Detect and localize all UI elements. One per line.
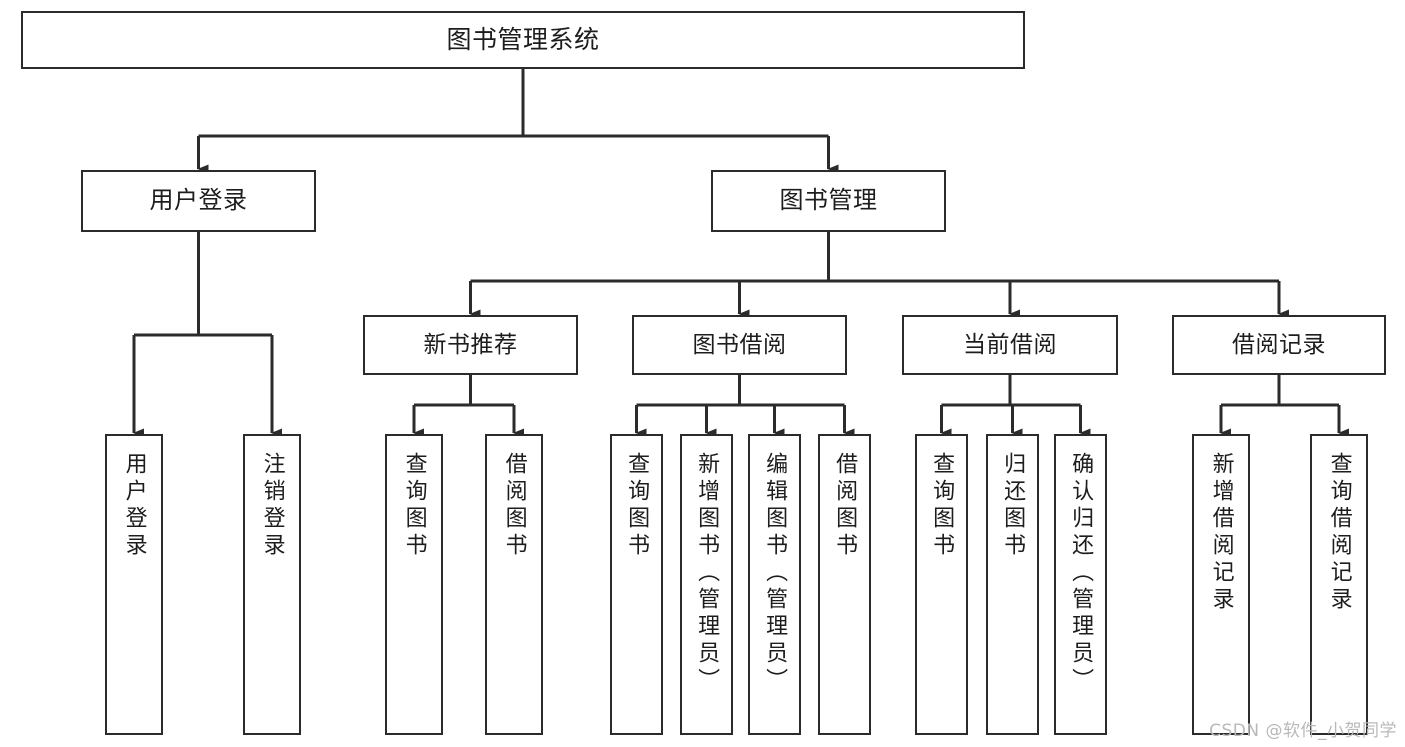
node-leaf-cur-return[interactable]: 归还图书 xyxy=(986,434,1039,735)
node-label: 查询图书 xyxy=(624,452,650,560)
node-label: 归还图书 xyxy=(1000,452,1026,560)
node-leaf-cur-query[interactable]: 查询图书 xyxy=(915,434,968,735)
node-current[interactable]: 当前借阅 xyxy=(902,315,1118,375)
node-leaf-user-logout[interactable]: 注销登录 xyxy=(243,434,301,735)
node-label: 借阅图书 xyxy=(501,452,527,560)
node-leaf-br-borrow[interactable]: 借阅图书 xyxy=(818,434,871,735)
node-root[interactable]: 图书管理系统 xyxy=(21,11,1025,69)
node-leaf-user-login[interactable]: 用户登录 xyxy=(105,434,163,735)
node-borrow[interactable]: 图书借阅 xyxy=(632,315,847,375)
node-label: 查询借阅记录 xyxy=(1326,452,1352,614)
node-leaf-nb-borrow[interactable]: 借阅图书 xyxy=(485,434,543,735)
node-leaf-br-query[interactable]: 查询图书 xyxy=(610,434,663,735)
node-leaf-rec-query[interactable]: 查询借阅记录 xyxy=(1310,434,1368,735)
node-leaf-br-add[interactable]: 新增图书（管理员） xyxy=(680,434,733,735)
node-label: 新书推荐 xyxy=(423,331,518,358)
node-label: 编辑图书（管理员） xyxy=(762,452,788,695)
node-label: 当前借阅 xyxy=(963,331,1057,358)
node-leaf-nb-query[interactable]: 查询图书 xyxy=(385,434,443,735)
node-label: 借阅图书 xyxy=(832,452,858,560)
node-leaf-br-edit[interactable]: 编辑图书（管理员） xyxy=(748,434,801,735)
node-label: 注销登录 xyxy=(259,452,285,560)
node-records[interactable]: 借阅记录 xyxy=(1172,315,1386,375)
node-label: 图书管理系统 xyxy=(446,24,600,54)
node-label: 借阅记录 xyxy=(1232,331,1326,358)
node-bookmgmt[interactable]: 图书管理 xyxy=(711,170,946,232)
node-label: 新增图书（管理员） xyxy=(694,452,720,695)
node-login[interactable]: 用户登录 xyxy=(81,170,316,232)
node-label: 图书借阅 xyxy=(692,331,787,358)
node-label: 图书管理 xyxy=(779,186,878,215)
node-label: 用户登录 xyxy=(121,452,147,560)
node-label: 用户登录 xyxy=(149,186,248,215)
node-label: 查询图书 xyxy=(401,452,427,560)
node-leaf-rec-add[interactable]: 新增借阅记录 xyxy=(1192,434,1250,735)
node-label: 新增借阅记录 xyxy=(1208,452,1234,614)
node-leaf-cur-confirm[interactable]: 确认归还（管理员） xyxy=(1054,434,1107,735)
node-label: 确认归还（管理员） xyxy=(1068,452,1094,695)
node-label: 查询图书 xyxy=(929,452,955,560)
node-newbook[interactable]: 新书推荐 xyxy=(363,315,578,375)
